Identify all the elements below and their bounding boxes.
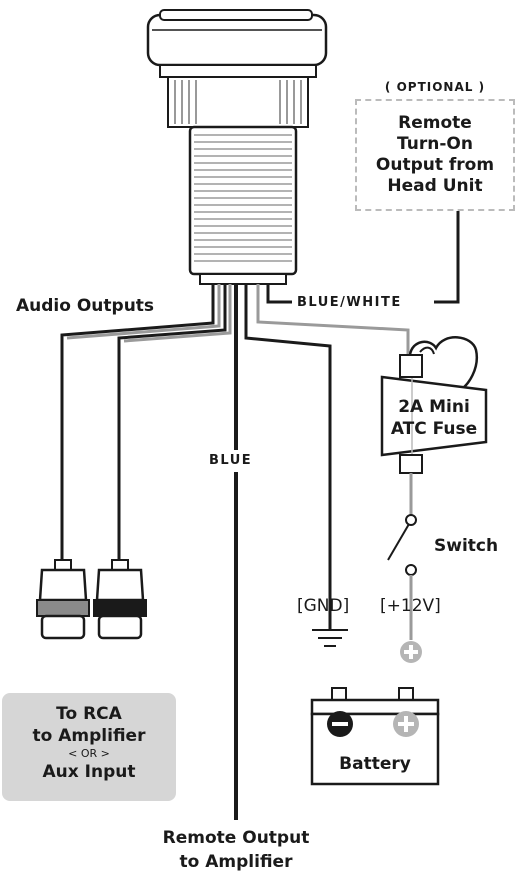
- rca-line-3: < OR >: [68, 747, 110, 760]
- rca-info-box: To RCA to Amplifier < OR > Aux Input: [2, 693, 176, 801]
- rca-line-1: To RCA: [56, 704, 122, 724]
- plus-circle-icon: [400, 641, 422, 663]
- blue-label-bg: [204, 450, 266, 472]
- ground-symbol-icon: [312, 629, 348, 647]
- callout-line-3: Output from: [375, 155, 495, 175]
- ground-wire: [244, 284, 332, 630]
- fuse-holder: [380, 336, 488, 515]
- blue-label: BLUE: [209, 453, 253, 468]
- fuse-label: 2A Mini ATC Fuse: [382, 396, 486, 440]
- plus12v-label: [+12V]: [380, 596, 441, 616]
- remote-output-line-2: to Amplifier: [179, 852, 293, 872]
- remote-turn-on-callout: Remote Turn-On Output from Head Unit: [355, 99, 515, 211]
- optional-label: ( OPTIONAL ): [384, 80, 486, 94]
- callout-line-1: Remote: [398, 113, 472, 133]
- audio-wire-left: [60, 284, 215, 560]
- battery-plus-icon: [393, 711, 419, 737]
- battery: [310, 687, 440, 786]
- switch: [387, 514, 417, 640]
- fuse-line-1: 2A Mini: [398, 397, 470, 417]
- callout-line-2: Turn-On: [397, 134, 473, 154]
- minus-circle-icon: [327, 711, 353, 737]
- audio-wire-right-gray: [123, 284, 232, 343]
- audio-wire-left-gray: [66, 284, 221, 340]
- battery-label: Battery: [339, 754, 411, 774]
- switch-label: Switch: [434, 536, 499, 556]
- power-wire: [256, 284, 410, 355]
- audio-outputs-label: Audio Outputs: [16, 296, 155, 316]
- blue-white-label: BLUE/WHITE: [297, 295, 402, 310]
- rca-plug-gray: [36, 559, 90, 640]
- rca-line-4: Aux Input: [42, 762, 136, 782]
- device-unit: [146, 9, 328, 285]
- audio-wire-right: [117, 284, 227, 560]
- gnd-label: [GND]: [297, 596, 350, 616]
- rca-line-2: to Amplifier: [32, 726, 146, 746]
- blue-white-label-bg: [292, 292, 434, 314]
- remote-output-line-1: Remote Output: [162, 828, 310, 848]
- fuse-line-2: ATC Fuse: [390, 419, 478, 439]
- callout-line-4: Head Unit: [387, 176, 483, 196]
- rca-plug-black: [93, 559, 147, 640]
- remote-output-label: Remote Output to Amplifier: [136, 826, 336, 874]
